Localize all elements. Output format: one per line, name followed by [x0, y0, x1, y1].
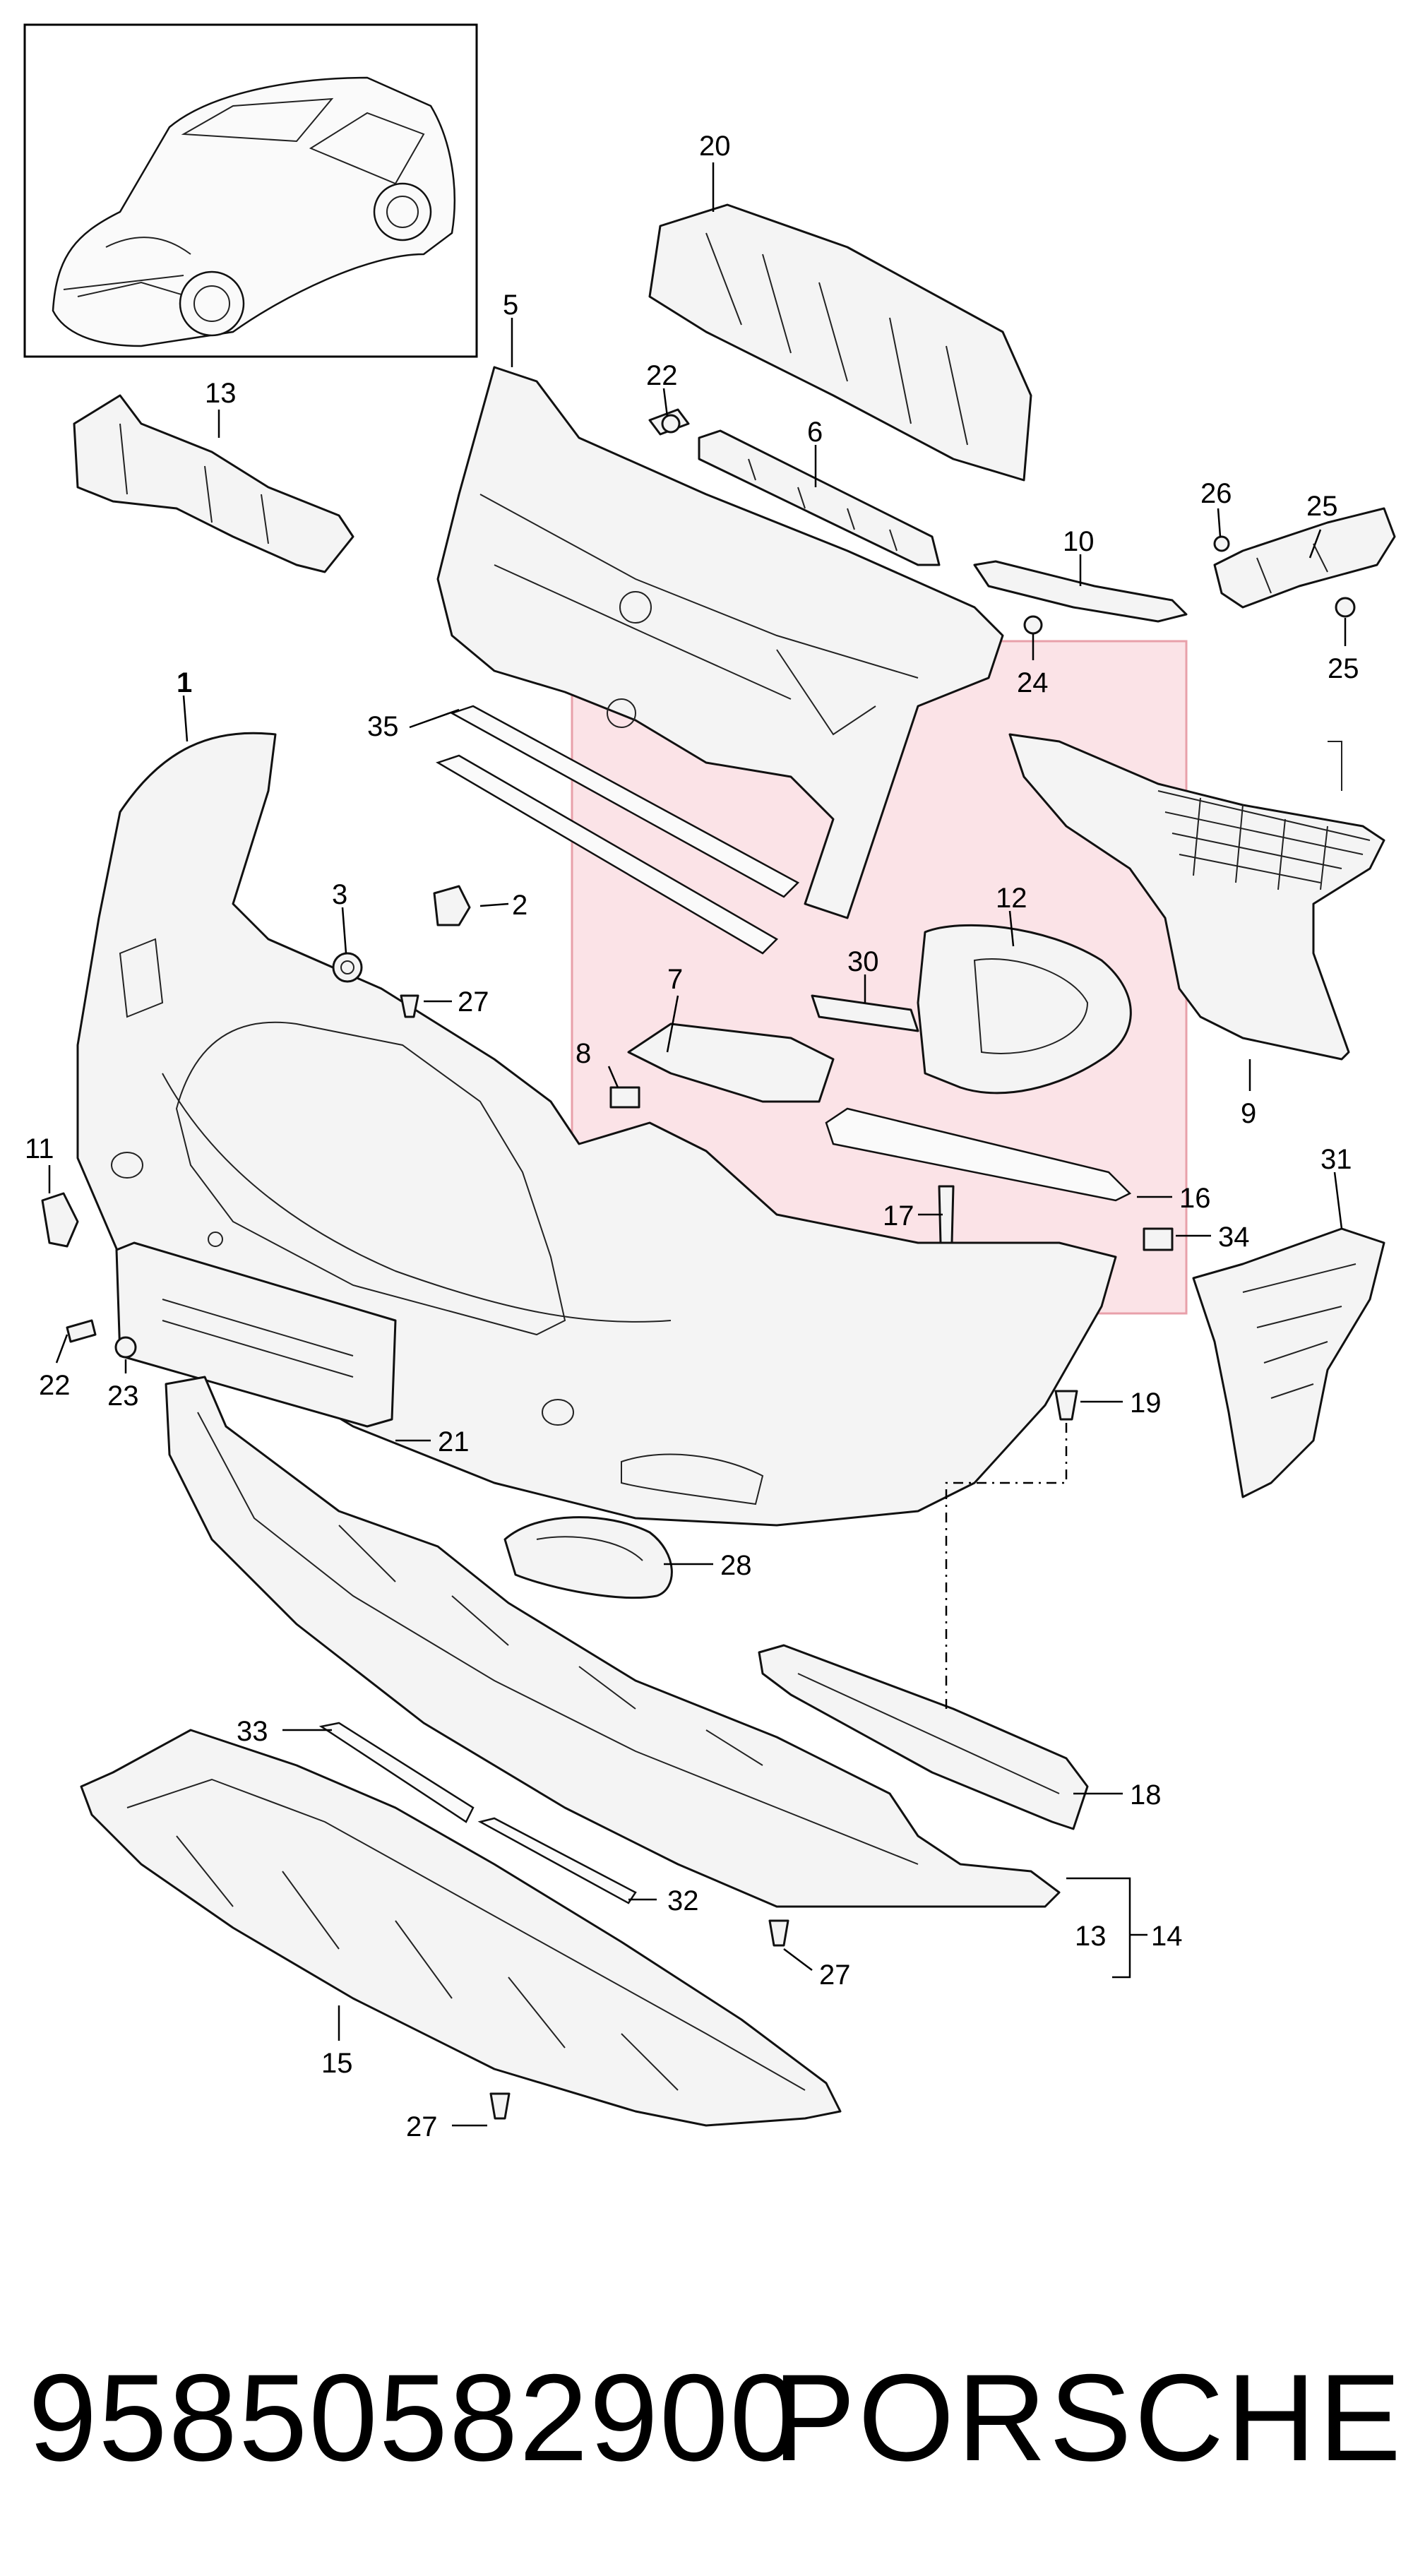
part-22-bolt-lower [66, 1319, 97, 1343]
callout-30: 28 [720, 1550, 752, 1581]
part-5-bumper-carrier [436, 366, 1004, 919]
callout-10: 10 [1063, 526, 1095, 557]
callout-17: 17 [883, 1200, 914, 1232]
part-6-strip [698, 429, 941, 566]
part-13-side-bracket [73, 394, 354, 573]
part-34-clip [1143, 1227, 1174, 1251]
part-27-screw-middle [768, 1919, 789, 1947]
callout-21: 21 [438, 1426, 470, 1457]
callout-25-left: 24 [1017, 667, 1049, 698]
part-32-strip [477, 1817, 637, 1904]
part-23-nut [114, 1336, 137, 1359]
callout-19: 19 [1130, 1388, 1162, 1419]
part-27-screw-bottom [489, 2092, 511, 2120]
callout-28: 30 [847, 946, 879, 977]
part-14-spoiler [165, 1376, 1061, 1908]
callout-5: 5 [503, 290, 518, 321]
part-15-underbody-panel [80, 1729, 842, 2127]
part-18-lower-trim [758, 1644, 1089, 1830]
part-35-strips [435, 705, 800, 955]
callout-25-right: 25 [1328, 653, 1359, 684]
part-number: 95850582900 [28, 2349, 800, 2487]
callout-11: 11 [25, 1133, 54, 1164]
part-28-bracket [811, 994, 919, 1032]
callout-2: 2 [512, 890, 527, 921]
callout-33: 33 [237, 1716, 268, 1747]
part-9-grille [1008, 733, 1385, 1061]
callout-15: 15 [321, 2048, 353, 2079]
part-7-bracket [627, 1022, 835, 1103]
callout-31: 31 [1320, 1144, 1352, 1175]
callouts: 20 5 13 22 6 10 26 25 24 25 1 35 3 2 27 … [25, 131, 1359, 2142]
part-22-bolt-upper [648, 408, 690, 436]
brand-name: PORSCHE [773, 2349, 1404, 2487]
callout-26: 26 [1200, 478, 1232, 509]
callout-22-lower: 22 [39, 1370, 71, 1401]
callout-8: 8 [576, 1038, 591, 1069]
part-24-bracket [1213, 507, 1396, 609]
callout-27-left: 27 [458, 986, 489, 1018]
callout-27-middle: 27 [819, 1960, 851, 1991]
part-31-side-grille [1192, 1227, 1385, 1498]
part-27-screw-left [400, 994, 419, 1018]
callout-14: 14 [1151, 1921, 1183, 1952]
callout-20: 20 [699, 131, 731, 162]
vehicle-inset [23, 23, 478, 358]
part-11-sensor-holder [41, 1192, 79, 1248]
callout-9: 9 [1241, 1098, 1256, 1129]
part-3-grommet-hole [340, 960, 354, 974]
part-16-trim [825, 1107, 1132, 1202]
part-25-screw-left [1023, 615, 1043, 635]
part-30-fog-trim [503, 1516, 673, 1599]
part-2-clip [433, 885, 471, 926]
callout-12: 12 [996, 883, 1027, 914]
callout-13-upper: 13 [205, 378, 237, 409]
part-33-strip [318, 1722, 475, 1823]
part-17-pin [938, 1185, 955, 1244]
leader-lines [48, 162, 1347, 2127]
part-19-screw [1054, 1390, 1078, 1421]
callout-24: 25 [1306, 491, 1338, 522]
callout-32: 32 [667, 1885, 699, 1916]
callout-1: 1 [177, 667, 192, 698]
part-10-bracket [973, 560, 1188, 623]
part-3-grommet [332, 952, 363, 983]
part-25-screw-right [1335, 597, 1356, 618]
callout-13-lower: 13 [1075, 1921, 1107, 1952]
callout-18: 18 [1130, 1779, 1162, 1811]
part-8-clip [609, 1086, 640, 1109]
callout-34: 34 [1218, 1222, 1250, 1253]
callout-27-bottom: 27 [406, 2111, 438, 2142]
callout-7: 7 [667, 964, 683, 995]
callout-35: 35 [367, 711, 399, 742]
callout-16: 16 [1179, 1183, 1211, 1214]
footer: 95850582900 PORSCHE [0, 2330, 1425, 2507]
callout-23: 23 [107, 1381, 139, 1412]
callout-6: 6 [807, 417, 823, 448]
part-12-air-guide [917, 924, 1132, 1095]
callout-3: 3 [332, 879, 347, 910]
callout-22-upper: 22 [646, 360, 678, 391]
part-20-upper-absorber [648, 203, 1032, 482]
part-26-nut [1213, 535, 1230, 552]
